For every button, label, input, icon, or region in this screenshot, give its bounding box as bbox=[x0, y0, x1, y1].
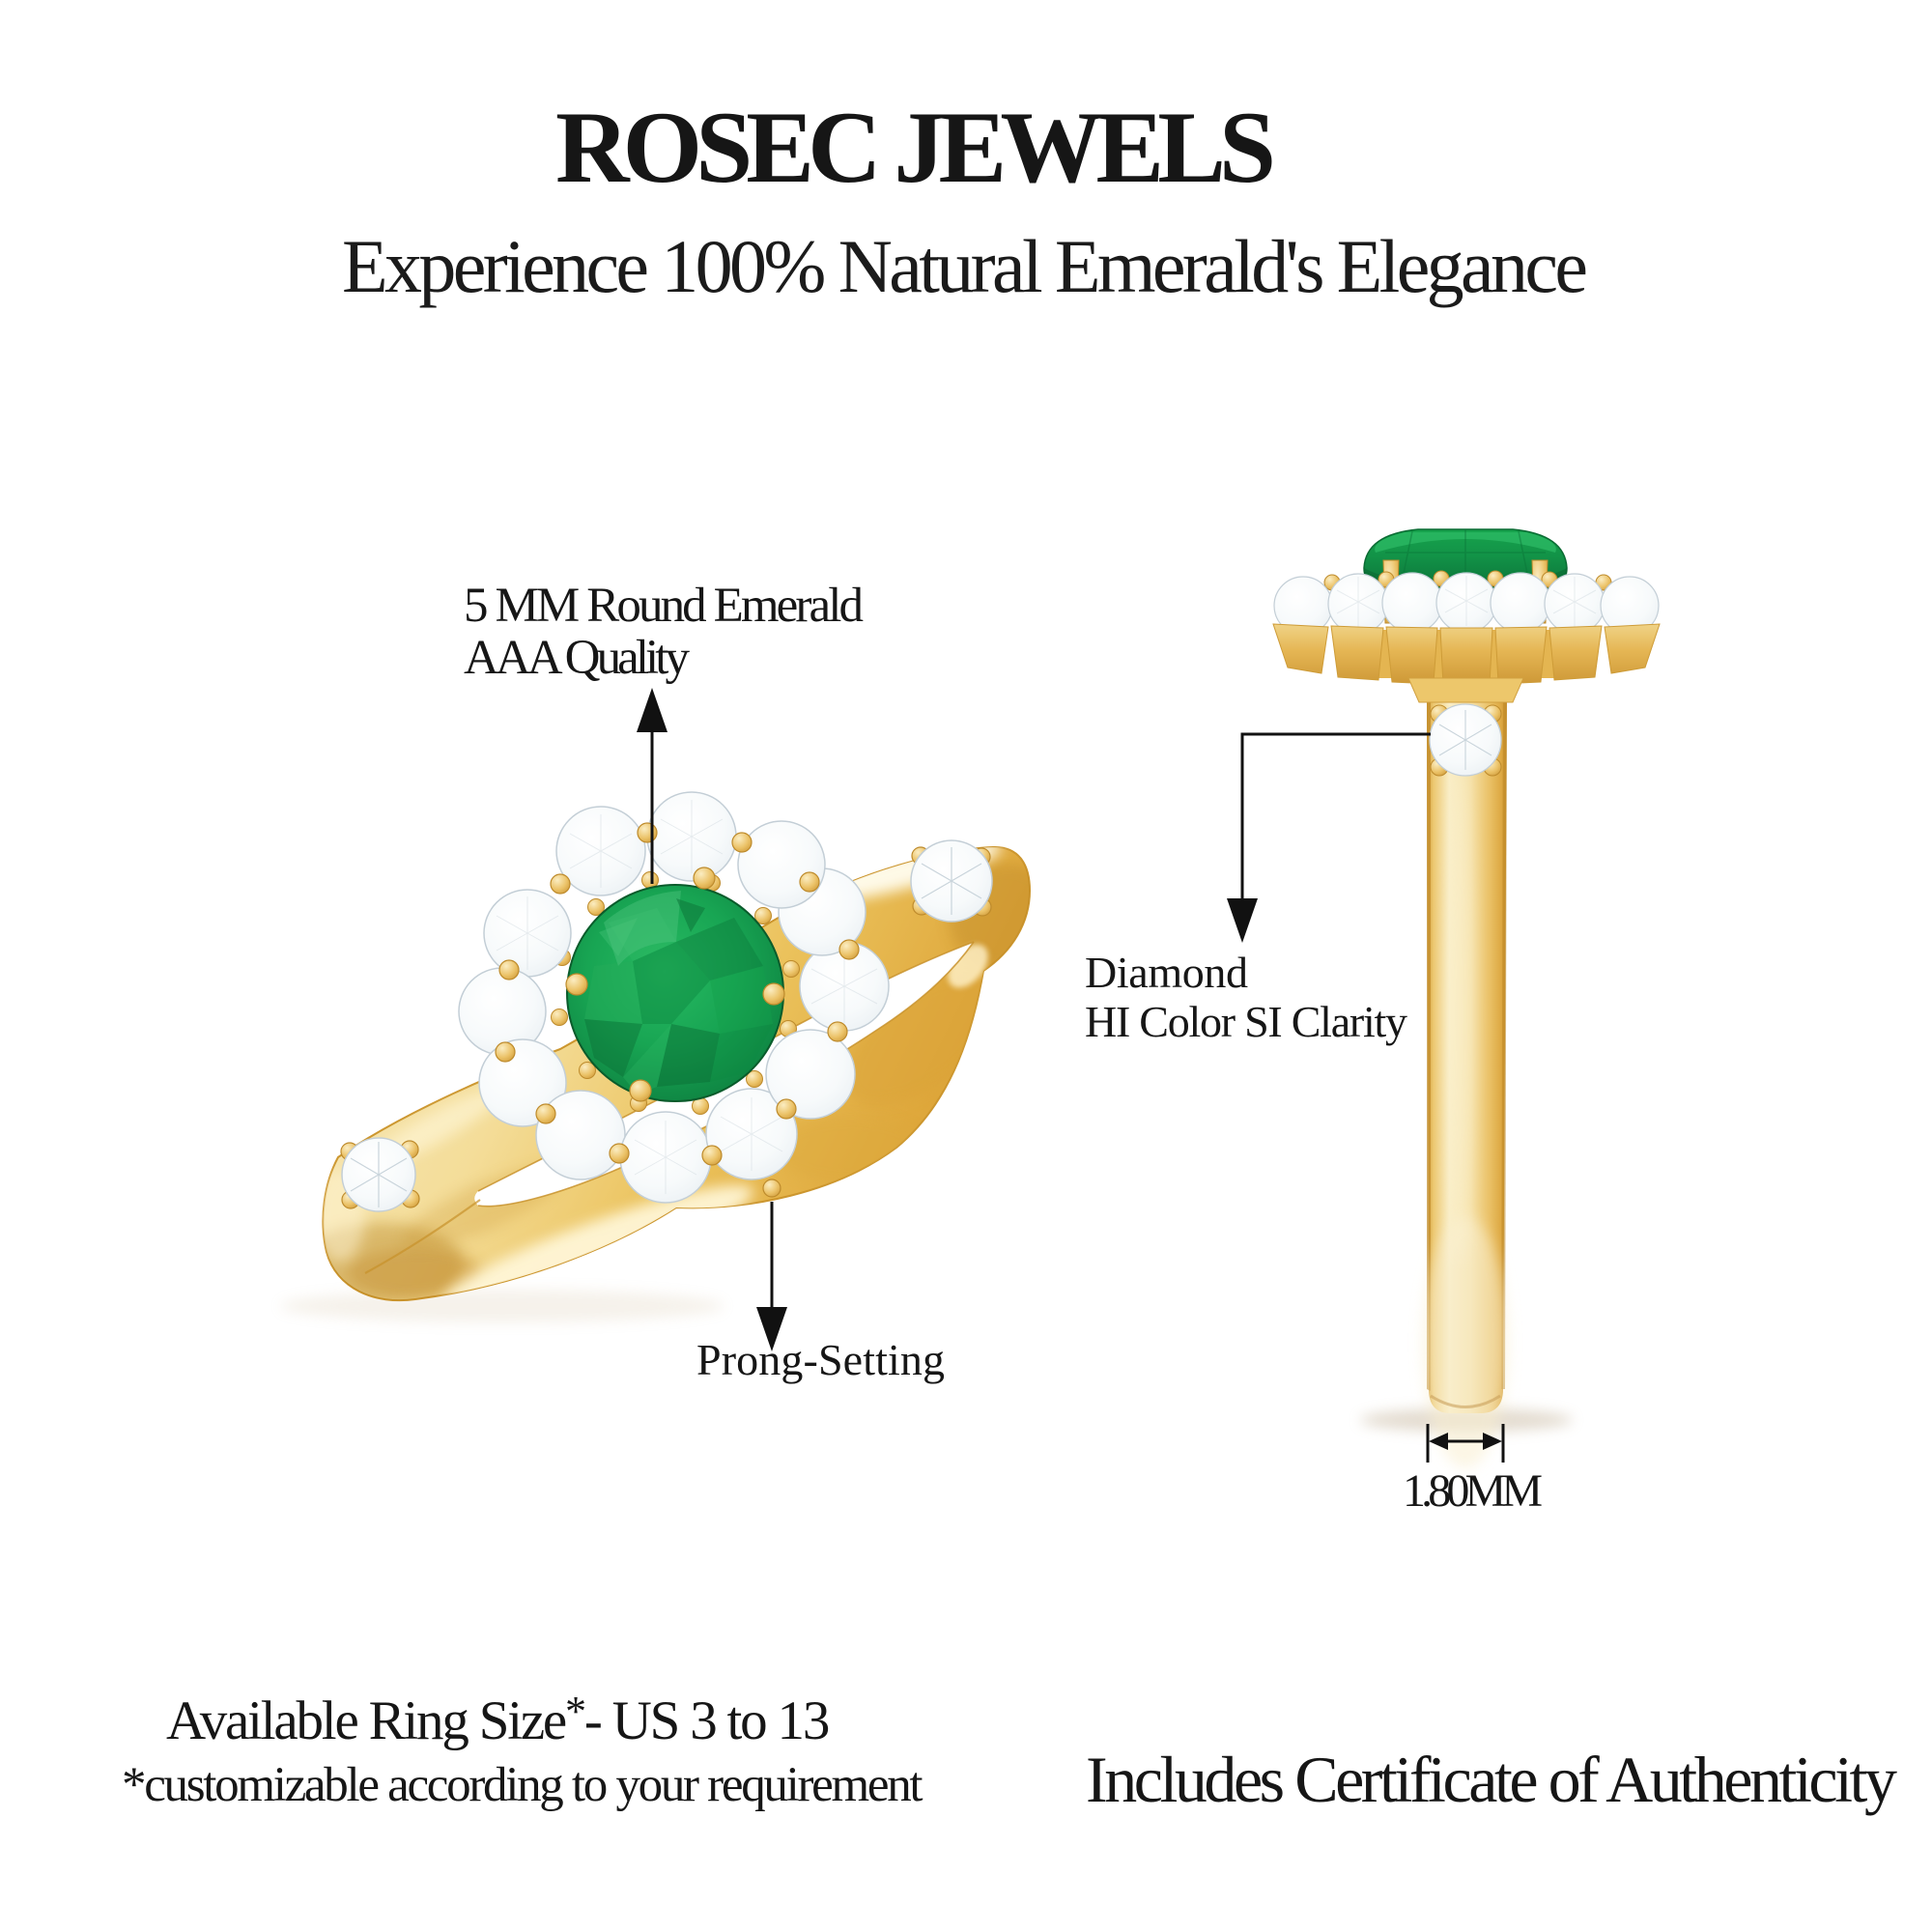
svg-text:Includes Certificate of Authen: Includes Certificate of Authenticity bbox=[1086, 1743, 1897, 1816]
svg-text:Available Ring Size*- US 3 to: Available Ring Size*- US 3 to 13 bbox=[166, 1688, 829, 1751]
svg-text:ROSEC JEWELS: ROSEC JEWELS bbox=[555, 91, 1278, 204]
svg-text:AAA Quality: AAA Quality bbox=[464, 631, 691, 685]
svg-text:1.80MM: 1.80MM bbox=[1403, 1465, 1543, 1517]
svg-text:HI Color SI Clarity: HI Color SI Clarity bbox=[1085, 997, 1407, 1046]
svg-text:Experience 100% Natural Emeral: Experience 100% Natural Emerald's Elegan… bbox=[342, 224, 1588, 308]
svg-text:5 MM Round Emerald: 5 MM Round Emerald bbox=[464, 579, 864, 633]
svg-text:*customizable according to you: *customizable according to your requirem… bbox=[122, 1758, 923, 1812]
svg-text:Diamond: Diamond bbox=[1085, 948, 1248, 997]
svg-text:Prong-Setting: Prong-Setting bbox=[696, 1335, 945, 1384]
